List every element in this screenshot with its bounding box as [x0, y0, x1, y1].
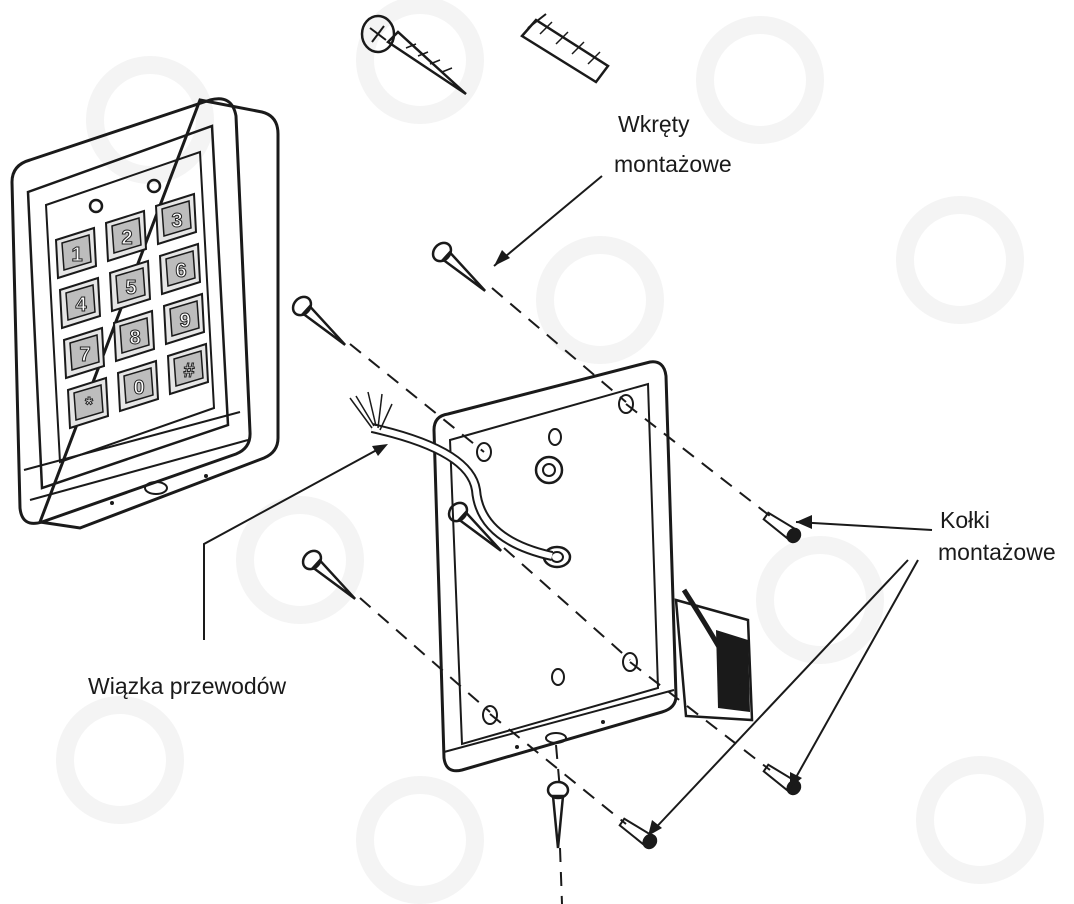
keypad-key: 0 — [116, 359, 160, 413]
keypad-key-label: 5 — [125, 277, 136, 299]
keypad-key: 4 — [58, 276, 102, 330]
keypad-key: 5 — [108, 259, 152, 313]
wall-anchor-icon — [762, 511, 802, 544]
keypad-key: # — [166, 342, 210, 396]
watermark-pattern — [56, 0, 1044, 904]
mounting-back-plate — [432, 360, 754, 773]
keypad-key-label: 1 — [71, 244, 82, 266]
keypad-key-label: 2 — [121, 227, 132, 249]
led-indicator-icon — [88, 198, 104, 214]
keypad-key-label: 6 — [175, 260, 186, 282]
label-screws-line1: Wkręty — [618, 111, 690, 137]
keypad-key: 9 — [162, 292, 206, 346]
mounting-screw-icon — [431, 241, 487, 292]
wall-anchor-icon — [618, 817, 658, 850]
spare-screw-icon — [360, 14, 467, 96]
keypad-key-label: 7 — [79, 344, 90, 366]
label-wire-harness: Wiązka przewodów — [88, 673, 287, 699]
wire-harness-cable — [349, 391, 554, 561]
label-anchors-line1: Kołki — [940, 507, 990, 533]
spare-anchor-icon — [520, 13, 610, 84]
callout-arrowheads — [372, 250, 812, 836]
keypad-key-label: 8 — [129, 327, 140, 349]
label-anchors-line2: montażowe — [938, 539, 1056, 565]
callout-lines — [203, 175, 933, 837]
led-indicator-icon — [146, 178, 162, 194]
keypad-key: 8 — [112, 309, 156, 363]
keypad-key-label: 0 — [133, 377, 144, 399]
keypad-front-cover: 1 2 3 4 5 6 7 8 9 * 0 # — [10, 97, 280, 530]
keypad-key: 3 — [154, 192, 198, 246]
keypad-key-label: 9 — [179, 310, 190, 332]
keypad-key: 6 — [158, 242, 202, 296]
keypad-key: 1 — [54, 226, 98, 280]
keypad-key-label: 4 — [75, 294, 87, 316]
keypad-key-label: 3 — [171, 210, 182, 232]
mounting-screw-icon — [546, 780, 570, 849]
alignment-guides — [349, 287, 771, 904]
keypad-key: * — [66, 376, 110, 430]
mounting-screw-icon — [301, 549, 357, 600]
label-screws-line2: montażowe — [614, 151, 732, 177]
keypad-keys: 1 2 3 4 5 6 7 8 9 * 0 # — [54, 192, 210, 430]
mounting-screw-icon — [447, 501, 503, 552]
keypad-key: 7 — [62, 326, 106, 380]
mounting-screw-icon — [291, 295, 347, 346]
keypad-key-label: * — [85, 394, 93, 416]
keypad-key-label: # — [183, 360, 194, 382]
keypad-key: 2 — [104, 209, 148, 263]
